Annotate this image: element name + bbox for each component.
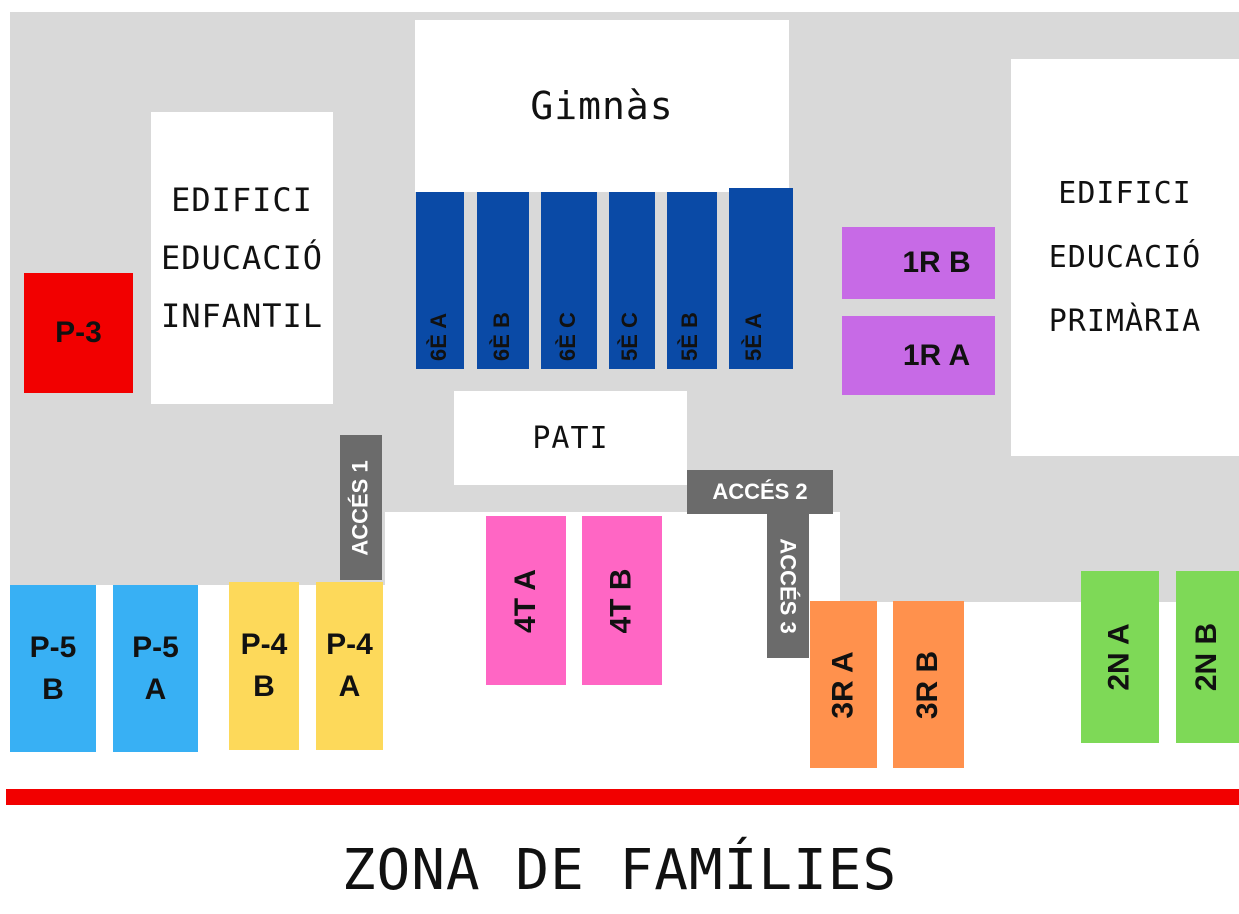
class-6e-a: 6È A <box>416 192 464 369</box>
infant-building: EDIFICI EDUCACIÓ INFANTIL <box>151 112 333 404</box>
families-zone-label: ZONA DE FAMÍLIES <box>0 826 1239 914</box>
class-p4-a-label-1: P-4 <box>326 628 373 661</box>
class-5e-a-label: 5È A <box>741 312 766 361</box>
class-6e-b: 6È B <box>477 192 529 369</box>
class-4t-b: 4T B <box>582 516 662 685</box>
access-2-label: ACCÉS 2 <box>712 479 808 504</box>
class-5e-c-label: 5È C <box>617 312 642 361</box>
class-2n-a: 2N A <box>1081 571 1159 743</box>
primary-line-3: PRIMÀRIA <box>1048 303 1202 339</box>
class-p4-b-label-2: B <box>253 670 275 703</box>
class-3r-a: 3R A <box>810 601 877 768</box>
pati-area: PATI <box>454 391 687 485</box>
class-p3-label: P-3 <box>55 316 102 349</box>
class-p4-b-label-1: P-4 <box>240 628 288 661</box>
primary-line-1: EDIFICI <box>1058 175 1192 211</box>
infant-line-2: EDUCACIÓ <box>160 239 324 277</box>
class-p5-b-label-1: P-5 <box>29 630 77 664</box>
class-4t-b-label: 4T B <box>604 567 638 634</box>
class-5e-b-label: 5È B <box>677 312 702 361</box>
class-p4-a: P-4 A <box>316 582 383 750</box>
access-3-label: ACCÉS 3 <box>776 538 802 634</box>
class-5e-c: 5È C <box>609 192 655 369</box>
infant-line-3: INFANTIL <box>160 297 324 335</box>
class-2n-b: 2N B <box>1176 571 1239 743</box>
class-6e-c: 6È C <box>541 192 597 369</box>
class-1r-a-label: 1R A <box>902 338 971 372</box>
class-p5-a-label-2: A <box>144 672 167 706</box>
class-5e-b: 5È B <box>667 192 717 369</box>
class-p4-b: P-4 B <box>229 582 299 750</box>
pati-label: PATI <box>532 420 609 456</box>
class-2n-a-label: 2N A <box>1103 623 1136 691</box>
class-p5-b-label-2: B <box>42 672 64 706</box>
primary-line-2: EDUCACIÓ <box>1048 239 1202 275</box>
class-6e-b-label: 6È B <box>489 312 514 361</box>
access-1-label: ACCÉS 1 <box>348 459 374 556</box>
class-4t-a-label: 4T A <box>509 568 542 633</box>
class-1r-b-label: 1R B <box>902 246 971 279</box>
infant-line-1: EDIFICI <box>171 181 313 219</box>
families-zone-text: ZONA DE FAMÍLIES <box>341 837 898 903</box>
access-1: ACCÉS 1 <box>340 435 382 580</box>
class-p5-a-label-1: P-5 <box>132 630 179 664</box>
families-boundary-line <box>6 789 1239 805</box>
class-4t-a: 4T A <box>486 516 566 685</box>
class-p5-a: P-5 A <box>113 585 198 752</box>
class-6e-c-label: 6È C <box>555 312 580 361</box>
access-3: ACCÉS 3 <box>767 514 809 658</box>
class-3r-b: 3R B <box>893 601 964 768</box>
access-2: ACCÉS 2 <box>687 470 833 514</box>
class-6e-a-label: 6È A <box>426 312 451 361</box>
class-5e-a: 5È A <box>729 188 793 369</box>
class-1r-a: 1R A <box>842 316 995 395</box>
class-3r-b-label: 3R B <box>911 650 945 719</box>
gym-building: Gimnàs <box>415 20 789 192</box>
class-p4-a-label-2: A <box>338 670 361 703</box>
primary-building: EDIFICI EDUCACIÓ PRIMÀRIA <box>1011 59 1239 456</box>
class-2n-b-label: 2N B <box>1190 622 1224 692</box>
class-p3: P-3 <box>24 273 133 393</box>
class-1r-b: 1R B <box>842 227 995 299</box>
gym-label: Gimnàs <box>530 84 674 128</box>
class-p5-b: P-5 B <box>10 585 96 752</box>
class-3r-a-label: 3R A <box>826 650 860 719</box>
